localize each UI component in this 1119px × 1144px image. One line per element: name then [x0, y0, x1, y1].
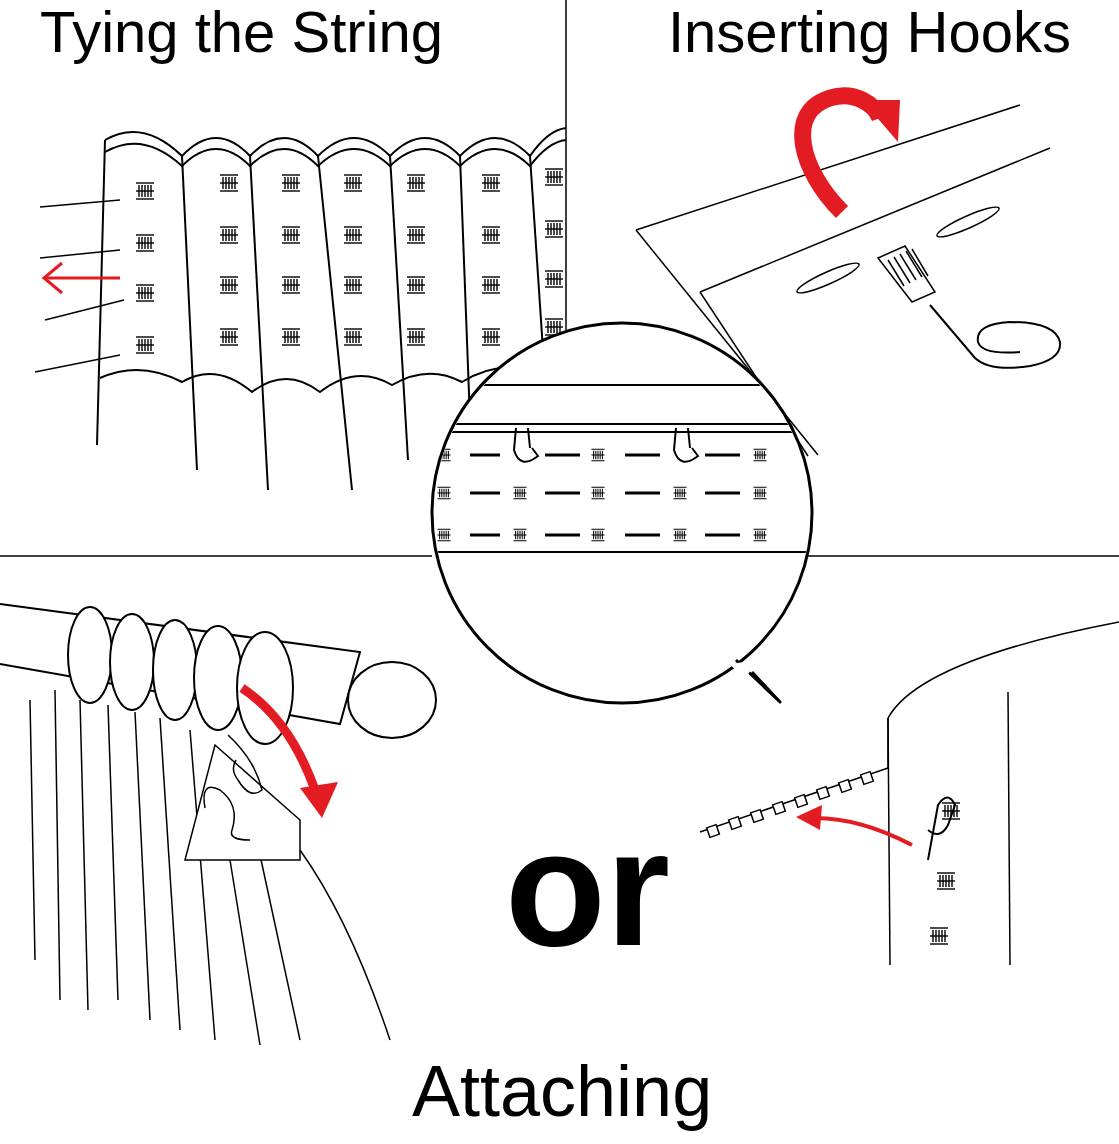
string-ends: [35, 200, 124, 372]
or-separator: or: [505, 806, 670, 971]
panel-heading: Attaching: [412, 1055, 712, 1127]
curtain-hook: [930, 305, 1060, 368]
hang-arrow: [242, 688, 338, 818]
turn-arrow: [803, 96, 900, 212]
curtain-rod: [0, 604, 436, 744]
pull-arrow: [44, 263, 120, 293]
panel-heading: Tying the String: [40, 3, 443, 61]
hanging-curtain: [30, 690, 390, 1045]
track-curtain: [700, 622, 1119, 965]
tape-stitches: [136, 169, 563, 353]
tape-stitches: [930, 803, 960, 944]
zoom-bubble: [420, 323, 820, 703]
panel-heading: Inserting Hooks: [668, 3, 1071, 61]
attach-arrow: [796, 805, 912, 845]
track-gliders: [707, 772, 874, 838]
